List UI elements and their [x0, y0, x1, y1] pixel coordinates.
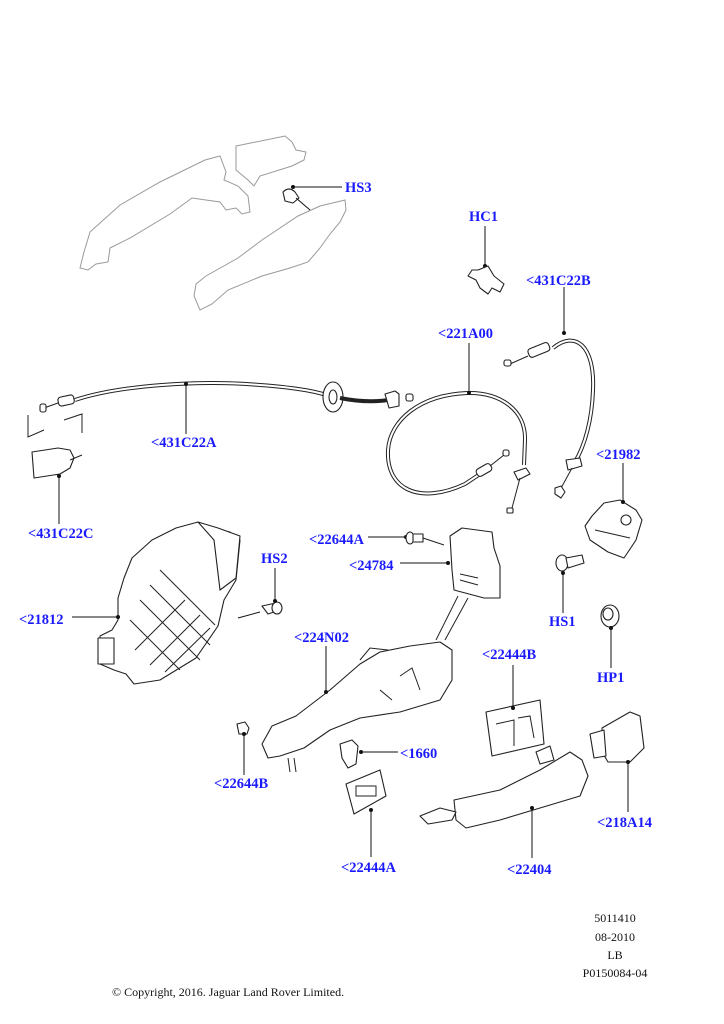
callout-221A00[interactable]: <221A00 — [438, 326, 493, 342]
part-218A14-cap — [589, 711, 645, 812]
part-431C22A-cable — [39, 381, 414, 434]
part-HS1-bolt — [555, 554, 585, 613]
callout-22644B[interactable]: <22644B — [214, 776, 269, 792]
illustration-id: P0150084-04 — [582, 966, 648, 980]
callout-431C22A[interactable]: <431C22A — [151, 435, 217, 451]
callout-1660[interactable]: <1660 — [400, 746, 438, 762]
part-431C22B-cable — [503, 287, 596, 499]
callout-21812[interactable]: <21812 — [19, 612, 64, 628]
part-22444A-gasket — [345, 769, 387, 857]
callout-218A14[interactable]: <218A14 — [597, 815, 652, 831]
callout-22644A[interactable]: <22644A — [309, 532, 364, 548]
copyright-notice: © Copyright, 2016. Jaguar Land Rover Lim… — [112, 985, 345, 999]
part-22404-handle — [419, 745, 589, 858]
ghost-handle-outlines — [79, 135, 347, 311]
reference-date: 08-2010 — [595, 930, 635, 944]
part-21982-bracket — [584, 463, 643, 559]
callout-HC1[interactable]: HC1 — [469, 209, 498, 225]
callout-22404[interactable]: <22404 — [507, 862, 552, 878]
part-224N02-carrier — [261, 641, 453, 773]
callout-431C22B[interactable]: <431C22B — [526, 273, 591, 289]
callout-HS2[interactable]: HS2 — [261, 551, 288, 567]
part-221A00-cable — [385, 343, 531, 514]
callout-HP1[interactable]: HP1 — [597, 670, 625, 686]
callout-431C22C[interactable]: <431C22C — [28, 526, 94, 542]
callout-22444B[interactable]: <22444B — [482, 647, 537, 663]
part-22444B-gasket — [485, 665, 545, 757]
callout-HS3[interactable]: HS3 — [345, 180, 372, 196]
part-HC1-clip — [467, 226, 505, 295]
part-HS3-screw — [282, 185, 342, 211]
part-22644A-screw — [368, 531, 445, 546]
part-22644B-screw — [236, 721, 250, 775]
part-HS2-screw — [237, 568, 283, 619]
part-1660-plug — [339, 739, 398, 769]
reference-variant: LB — [607, 948, 623, 962]
callout-HS1[interactable]: HS1 — [549, 614, 576, 630]
part-21812-latch — [72, 521, 241, 685]
callout-21982[interactable]: <21982 — [596, 447, 641, 463]
part-431C22C-cap — [27, 413, 83, 524]
part-HP1-plug — [600, 604, 620, 668]
callout-22444A[interactable]: <22444A — [341, 860, 396, 876]
callout-224N02[interactable]: <224N02 — [294, 630, 349, 646]
callout-24784[interactable]: <24784 — [349, 558, 394, 574]
part-24784-cover — [400, 527, 501, 641]
reference-code: 5011410 — [594, 911, 636, 925]
